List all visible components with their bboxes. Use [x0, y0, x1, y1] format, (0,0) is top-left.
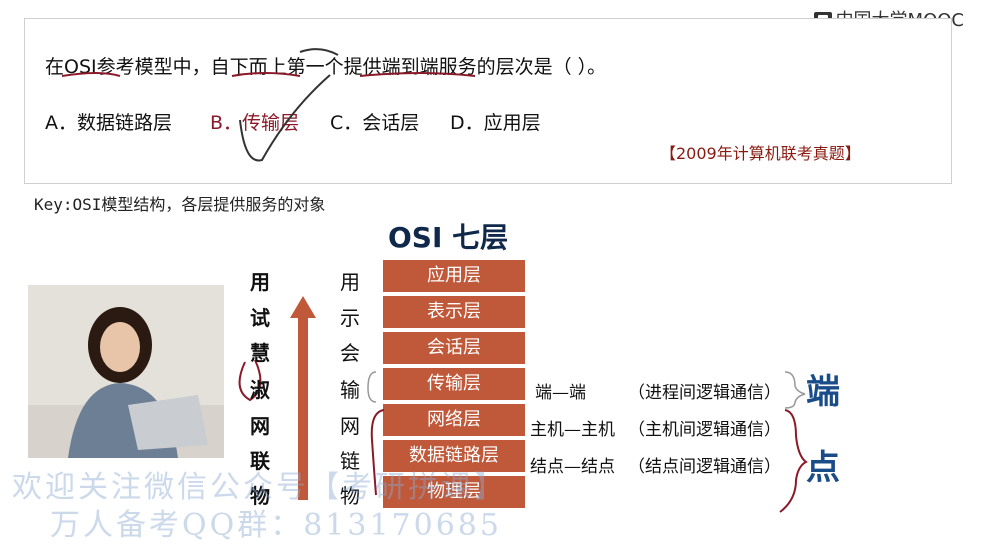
watermark-line1: 欢迎关注微信公众号【考研拼课】 — [12, 470, 507, 505]
desc-link-type: （结点间逻辑通信） — [628, 457, 781, 477]
desc-network-type: （主机间逻辑通信） — [628, 420, 781, 440]
mnemonic-char: 物 — [250, 484, 270, 508]
mnemonic-char: 联 — [250, 449, 270, 473]
mnemonic-char: 慧 — [250, 341, 270, 365]
layer-data-link: 数据链路层 — [383, 440, 525, 474]
brace-marks — [367, 371, 808, 513]
person-with-laptop-icon — [28, 285, 224, 458]
layer-initial: 示 — [340, 306, 360, 330]
presenter-photo — [28, 285, 224, 458]
desc-network-scope: 主机—主机 — [530, 420, 615, 440]
question-source: 【2009年计算机联考真题】 — [660, 144, 861, 163]
diagram-title: OSI 七层 — [388, 221, 509, 254]
layer-physical: 物理层 — [383, 476, 525, 510]
layer-network: 网络层 — [383, 404, 525, 438]
label-end: 端 — [806, 372, 840, 412]
option-c: C．会话层 — [330, 112, 420, 134]
watermark-line2: 万人备考QQ群：813170685 — [50, 508, 502, 543]
annotation-marks — [61, 48, 476, 402]
layer-transport: 传输层 — [383, 368, 525, 402]
mnemonic-char: 用 — [250, 270, 270, 294]
layer-session: 会话层 — [383, 332, 525, 366]
layer-presentation: 表示层 — [383, 296, 525, 330]
question-box — [24, 18, 952, 184]
layer-application: 应用层 — [383, 260, 525, 294]
question-text: 在OSI参考模型中，自下而上第一个提供端到端服务的层次是（ ）。 — [45, 56, 607, 78]
upward-arrow-icon — [290, 296, 316, 500]
layer-initial: 会 — [340, 341, 360, 365]
desc-transport-scope: 端—端 — [535, 383, 586, 403]
mnemonic-char: 淑 — [250, 378, 270, 402]
option-b: B．传输层 — [210, 112, 300, 134]
desc-link-scope: 结点—结点 — [530, 457, 615, 477]
key-note: Key:OSI模型结构，各层提供服务的对象 — [34, 195, 326, 214]
layer-initial: 用 — [340, 270, 360, 294]
label-point: 点 — [806, 448, 840, 488]
layer-initial: 物 — [340, 484, 360, 508]
layer-initial: 网 — [340, 414, 360, 438]
layer-initial: 链 — [340, 449, 360, 473]
option-d: D．应用层 — [450, 112, 541, 134]
option-a: A．数据链路层 — [45, 112, 172, 134]
mnemonic-char: 试 — [250, 306, 270, 330]
layer-initial: 输 — [340, 378, 360, 402]
desc-transport-type: （进程间逻辑通信） — [628, 383, 781, 403]
mnemonic-char: 网 — [250, 414, 270, 438]
